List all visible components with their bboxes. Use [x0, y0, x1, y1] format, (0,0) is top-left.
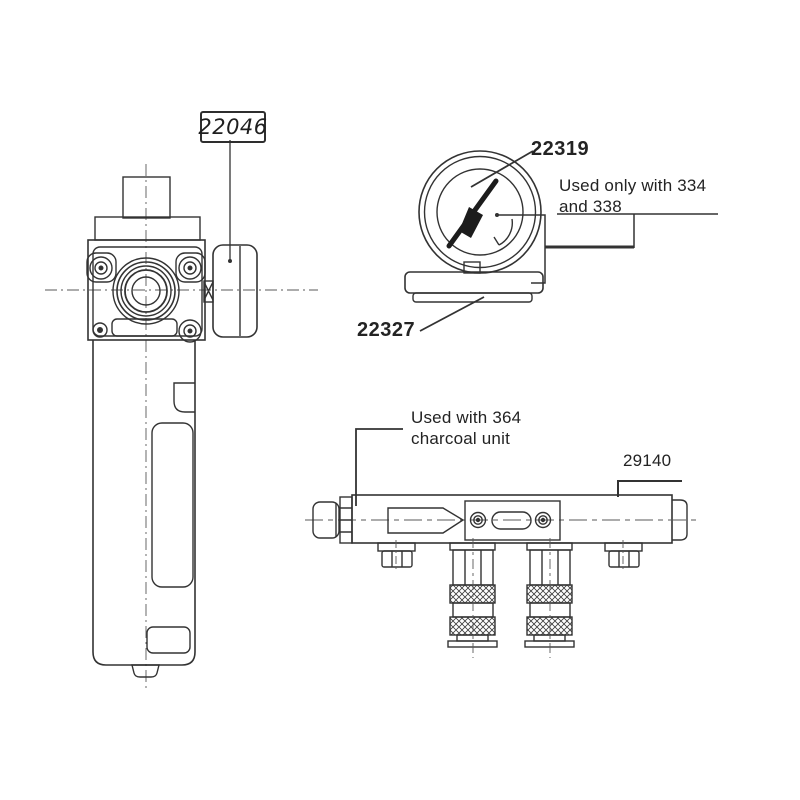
pressure-gauge-drawing — [404, 150, 718, 332]
screw-recess-left — [86, 252, 117, 283]
hex-plug-right — [604, 540, 643, 571]
bottom-slot — [111, 318, 178, 337]
manifold-note-line-2: charcoal unit — [411, 429, 510, 448]
filter-regulator-drawing — [45, 140, 318, 690]
callout-29140-text: 29140 — [623, 451, 672, 470]
quick-coupling-left — [447, 538, 498, 658]
hex-plug-left — [377, 540, 416, 571]
screw-bottom-left — [92, 322, 108, 338]
gauge-dial — [436, 168, 524, 256]
manifold-note-line-1: Used with 364 — [411, 408, 522, 427]
gauge-bezel — [423, 155, 537, 269]
filter-bowl — [92, 340, 196, 666]
callout-box-22046: 22046 — [198, 111, 268, 143]
screw-bottom-right — [178, 319, 202, 343]
gauge-needle-hub — [459, 207, 483, 238]
center-boss — [116, 261, 176, 321]
adjust-knob — [122, 176, 171, 219]
end-cap — [672, 499, 688, 541]
screw-top-right — [178, 256, 202, 280]
manifold-bar — [351, 494, 673, 544]
side-gauge — [212, 244, 258, 338]
callout-22327-text: 22327 — [357, 319, 416, 341]
leader-22327 — [419, 296, 485, 332]
bowl-lower-panel — [146, 626, 191, 654]
plate-screw-left — [469, 511, 487, 529]
regulator-body — [87, 239, 206, 341]
plate-screw-right — [534, 511, 552, 529]
mounting-bracket — [497, 214, 546, 284]
dial-scale-arc — [493, 218, 514, 246]
screw-recess-right — [175, 252, 206, 283]
manifold-usage-note: Used with 364 charcoal unit — [411, 407, 521, 449]
flow-arrow-plate — [387, 507, 465, 534]
screw-top-left — [89, 256, 113, 280]
leader-29140 — [617, 480, 682, 497]
plate-slot — [491, 511, 532, 530]
sight-window — [151, 422, 194, 588]
gauge-note-line-1: Used only with 334 — [559, 176, 707, 195]
leader-manifold-note — [355, 428, 403, 506]
manifold-drawing — [305, 428, 700, 658]
quick-coupling-right — [524, 538, 575, 658]
bowl-tab — [173, 382, 195, 413]
drain-valve — [131, 664, 160, 678]
inlet-cap — [312, 501, 340, 539]
gauge-note-line-2: and 338 — [559, 197, 622, 216]
callout-22319-text: 22319 — [531, 138, 590, 160]
gauge-connector-cross — [203, 281, 214, 301]
top-flange — [94, 216, 201, 241]
gauge-stem — [463, 261, 481, 274]
center-plate — [464, 500, 561, 541]
gauge-usage-note: Used only with 334 and 338 — [559, 175, 706, 217]
gauge-base-lower — [412, 292, 533, 303]
boss-recess — [112, 257, 180, 325]
callout-22046-text: 22046 — [198, 115, 268, 139]
leader-22319 — [470, 150, 534, 188]
gauge-base-upper — [404, 271, 544, 294]
